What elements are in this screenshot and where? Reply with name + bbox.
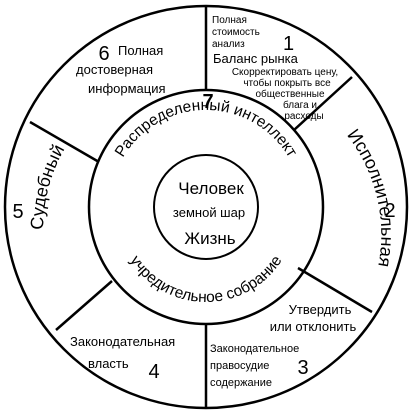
sector-6-line-3: информация (88, 81, 166, 96)
sector-3-line-3: содержание (210, 377, 272, 389)
sector-1-note-1: Полная (212, 15, 247, 26)
approve-line-1: Утвердить (289, 302, 352, 317)
divider-1-2 (293, 76, 353, 131)
sector-1-note-3: анализ (212, 39, 245, 50)
sector-6-line-2: достоверная (76, 62, 153, 77)
inner-ring-bottom-text: учредительное собрание (126, 253, 285, 307)
sector-1-detail-3: общественные (255, 88, 325, 100)
sector-1-detail-2: чтобы покрыть все (243, 77, 331, 89)
inner-ring-top-text: Распределенный интеллект (112, 97, 300, 160)
divider-4-5 (55, 280, 113, 331)
sector-2-number: 2 (384, 200, 395, 222)
center-circle (153, 154, 259, 260)
sector-3-line-2: правосудие (210, 360, 269, 372)
inner-ring-number: 7 (202, 91, 213, 113)
sector-1-title: Баланс рынка (213, 51, 299, 66)
sector-5-number: 5 (12, 201, 23, 223)
center-line-1: Человек (178, 179, 244, 198)
center-line-2: земной шар (173, 205, 245, 220)
sector-6-number: 6 (98, 43, 109, 65)
sector-1-number: 1 (283, 33, 294, 55)
sector-1-detail-1: Скорректировать цену, (232, 67, 338, 78)
approve-line-2: или отклонить (270, 319, 357, 334)
sector-4-line-1: Законодательная (70, 334, 175, 349)
sector-3-number: 3 (297, 357, 308, 379)
divider-5-6 (29, 120, 100, 164)
sector-3-line-1: Законодательное (210, 343, 299, 355)
sector-4-number: 4 (148, 361, 159, 383)
sector-6-line-1: Полная (118, 43, 163, 58)
center-line-3: Жизнь (184, 229, 235, 248)
sector-4-line-2: власть (88, 356, 129, 371)
divider-2-3 (297, 266, 373, 314)
sector-1-detail-4: блага и (283, 99, 317, 111)
sector-5-title: Судебный (27, 141, 68, 230)
sector-2-title: Исполнительная (343, 125, 397, 268)
sector-1-detail-5: расходы (284, 111, 323, 122)
sector-1-note-2: стоимость (212, 27, 260, 38)
